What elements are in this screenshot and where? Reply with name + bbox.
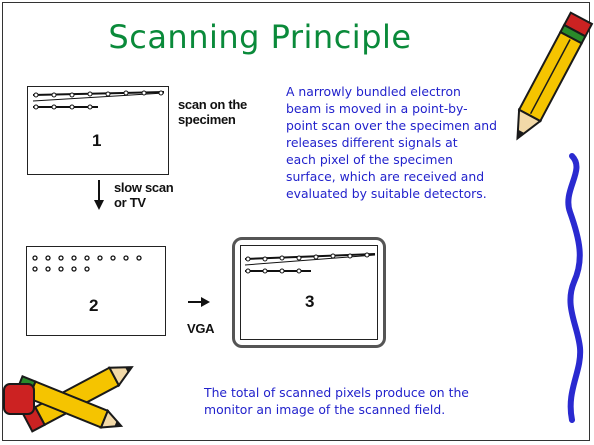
monitor-screen xyxy=(240,245,378,340)
panel-number-1: 1 xyxy=(92,131,102,150)
label-scan-specimen: scan on the specimen xyxy=(178,97,247,127)
slide-title: Scanning Principle xyxy=(108,18,412,56)
pixel-dots-graphic xyxy=(32,255,142,272)
right-arrow-icon xyxy=(188,297,210,307)
monitor-scan-graphic xyxy=(244,252,376,274)
scan-lines-graphic xyxy=(32,90,165,110)
slide-frame xyxy=(2,2,590,441)
label-slow-scan-line1: slow scan xyxy=(114,180,174,195)
caption-line: monitor an image of the scanned field. xyxy=(204,402,446,417)
description-text: A narrowly bundled electron beam is move… xyxy=(286,83,576,202)
label-scan-specimen-line2: specimen xyxy=(178,112,236,127)
description-line: releases different signals at xyxy=(286,135,458,150)
description-line: beam is moved in a point-by- xyxy=(286,101,468,116)
panel-monitor: 3 xyxy=(232,237,386,348)
down-arrow-icon xyxy=(94,180,104,210)
description-line: point scan over the specimen and xyxy=(286,118,498,133)
description-line: A narrowly bundled electron xyxy=(286,84,461,99)
panel-number-3: 3 xyxy=(305,292,315,311)
caption-text: The total of scanned pixels produce on t… xyxy=(204,384,494,418)
panel-number-2: 2 xyxy=(89,296,99,315)
label-vga: VGA xyxy=(187,321,215,336)
pencil-icon xyxy=(516,11,594,141)
label-slow-scan: slow scan or TV xyxy=(114,180,174,210)
description-line: each pixel of the specimen xyxy=(286,152,453,167)
description-line: surface, which are received and xyxy=(286,169,485,184)
caption-line: The total of scanned pixels produce on t… xyxy=(204,385,469,400)
panel-slow-scan: 2 xyxy=(26,246,166,336)
panel-scan-specimen: 1 xyxy=(27,86,169,175)
pencils-icon xyxy=(3,366,134,433)
swirl-decoration xyxy=(565,153,584,423)
label-scan-specimen-line1: scan on the xyxy=(178,97,247,112)
description-line: evaluated by suitable detectors. xyxy=(286,186,487,201)
label-slow-scan-line2: or TV xyxy=(114,195,146,210)
